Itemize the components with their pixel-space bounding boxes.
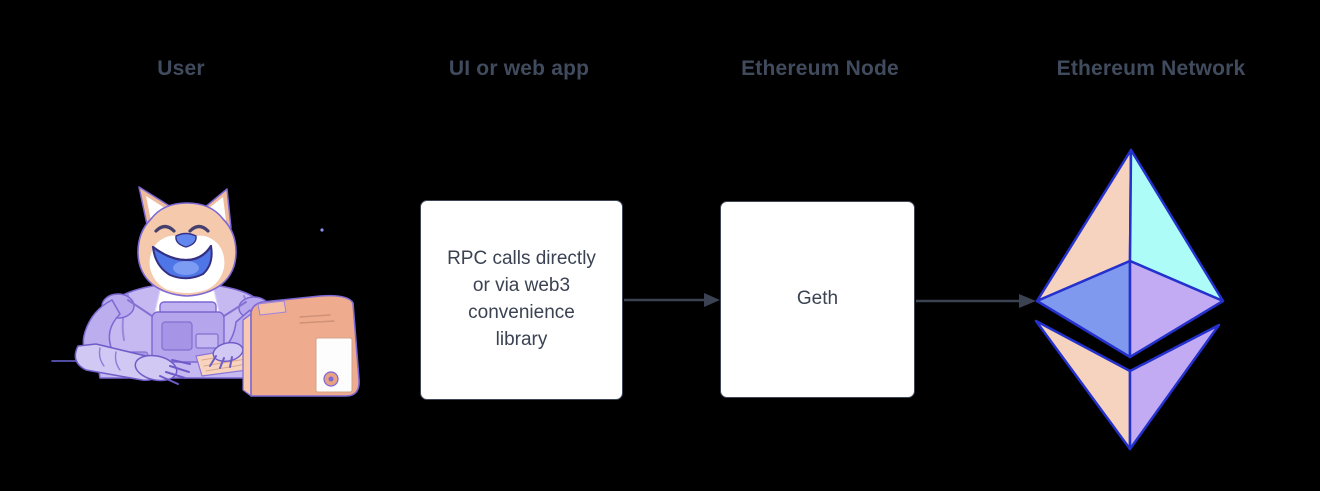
label-ethereum-network: Ethereum Network: [1056, 57, 1246, 80]
ui-web-app-box: RPC calls directly or via web3 convenien…: [420, 200, 623, 400]
ethereum-node-box: Geth: [720, 201, 915, 398]
label-user: User: [157, 57, 205, 80]
ui-web-app-box-text: RPC calls directly or via web3 convenien…: [447, 248, 596, 350]
ethereum-logo-icon: [1034, 148, 1225, 451]
label-ui-or-web-app: UI or web app: [448, 57, 590, 80]
doge-astronaut-illustration: [51, 186, 360, 397]
chest-pack: [127, 299, 247, 363]
ethereum-node-box-text: Geth: [796, 288, 839, 310]
right-hand: [209, 341, 244, 369]
sparkle-dot: [320, 228, 324, 232]
chest-fur: [153, 289, 221, 349]
right-arm: [221, 309, 257, 359]
flow-arrow-ui-to-node: [624, 293, 720, 307]
doge-head: [137, 186, 237, 297]
computer-monitor: [242, 294, 360, 397]
flow-arrow-node-to-network: [916, 294, 1036, 308]
computer-keyboard: [195, 345, 263, 377]
left-arm: [74, 299, 191, 385]
label-ethereum-node: Ethereum Node: [741, 57, 899, 80]
spacesuit-body: [96, 282, 274, 379]
